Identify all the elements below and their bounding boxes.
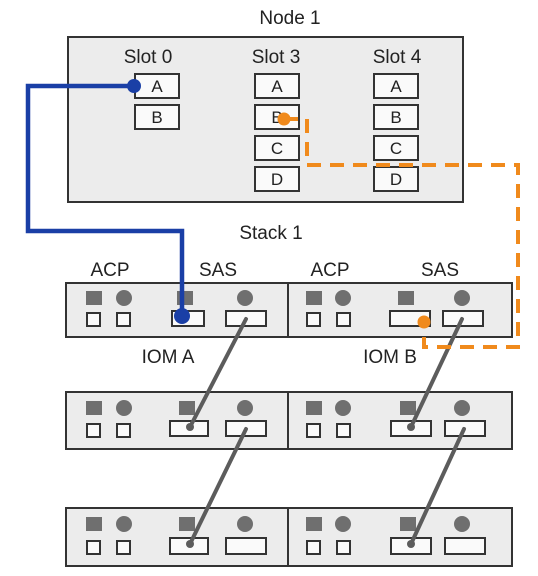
sas-indicator-icon <box>400 517 416 531</box>
acp-port[interactable] <box>116 312 131 327</box>
status-led-icon <box>335 516 351 532</box>
svg-text:C: C <box>390 139 402 158</box>
slot4-label: Slot 4 <box>373 47 422 68</box>
slot3-label: Slot 3 <box>252 47 301 68</box>
blue-sas-cable <box>25 83 185 314</box>
iom-b-sas-label: SAS <box>421 260 459 281</box>
daisy-chain-cable <box>409 317 464 429</box>
node-title: Node 1 <box>259 8 320 29</box>
status-led-icon <box>454 400 470 416</box>
svg-text:C: C <box>271 139 283 158</box>
iom-a-sas-label: SAS <box>199 260 237 281</box>
acp-port[interactable] <box>86 312 101 327</box>
iom-b-acp-label: ACP <box>310 260 349 281</box>
slot4-port-d[interactable]: D <box>373 166 419 192</box>
sas-indicator-icon <box>179 517 195 531</box>
acp-port[interactable] <box>116 540 131 555</box>
acp-indicator-icon <box>86 291 102 305</box>
slot3-port-d[interactable]: D <box>254 166 300 192</box>
shelf-2 <box>65 391 513 450</box>
status-led-icon <box>116 400 132 416</box>
status-led-icon <box>116 290 132 306</box>
acp-indicator-icon <box>306 517 322 531</box>
status-led-icon <box>454 516 470 532</box>
iom-b-label: IOM B <box>363 347 417 368</box>
svg-text:A: A <box>390 77 402 96</box>
acp-port[interactable] <box>306 312 321 327</box>
blue-cable-connector <box>174 308 190 324</box>
slot0-port-a[interactable]: A <box>134 73 180 99</box>
sas-port-2[interactable] <box>225 537 267 555</box>
slot3-port-a[interactable]: A <box>254 73 300 99</box>
iom-a-label: IOM A <box>142 347 195 368</box>
iom-a-acp-label: ACP <box>90 260 129 281</box>
orange-sas-cable <box>284 117 520 349</box>
acp-port[interactable] <box>306 540 321 555</box>
status-led-icon <box>237 290 253 306</box>
status-led-icon <box>237 516 253 532</box>
slot0-port-b[interactable]: B <box>134 104 180 130</box>
sas-indicator-icon <box>179 401 195 415</box>
svg-text:B: B <box>271 108 282 127</box>
orange-cable-connector <box>277 112 291 126</box>
shelf-3 <box>65 507 513 567</box>
acp-indicator-icon <box>306 291 322 305</box>
slot3-port-c[interactable]: C <box>254 135 300 161</box>
slot4-port-c[interactable]: C <box>373 135 419 161</box>
status-led-icon <box>335 400 351 416</box>
status-led-icon <box>237 400 253 416</box>
acp-port[interactable] <box>86 423 101 438</box>
slot3-port-b[interactable]: B <box>254 104 300 130</box>
status-led-icon <box>335 290 351 306</box>
sas-indicator-icon <box>400 401 416 415</box>
daisy-chain-cable <box>188 427 248 546</box>
svg-text:A: A <box>151 77 163 96</box>
shelf-1 <box>65 282 513 338</box>
acp-port[interactable] <box>336 423 351 438</box>
acp-port[interactable] <box>116 423 131 438</box>
slot4-port-b[interactable]: B <box>373 104 419 130</box>
svg-text:B: B <box>390 108 401 127</box>
svg-text:B: B <box>151 108 162 127</box>
status-led-icon <box>116 516 132 532</box>
sas-indicator-icon <box>398 291 414 305</box>
acp-port[interactable] <box>336 540 351 555</box>
stack-title: Stack 1 <box>239 223 302 244</box>
orange-cable-connector <box>417 315 431 329</box>
acp-indicator-icon <box>86 517 102 531</box>
daisy-chain-cable <box>409 427 466 546</box>
blue-cable-connector <box>127 79 141 93</box>
acp-port[interactable] <box>306 423 321 438</box>
status-led-icon <box>454 290 470 306</box>
svg-text:A: A <box>271 77 283 96</box>
acp-port[interactable] <box>86 540 101 555</box>
slot4-port-a[interactable]: A <box>373 73 419 99</box>
acp-indicator-icon <box>306 401 322 415</box>
daisy-chain-cable <box>188 317 248 429</box>
svg-text:D: D <box>390 170 402 189</box>
svg-text:D: D <box>271 170 283 189</box>
acp-port[interactable] <box>336 312 351 327</box>
acp-indicator-icon <box>86 401 102 415</box>
sas-indicator-icon <box>177 291 193 305</box>
slot0-label: Slot 0 <box>124 47 173 68</box>
sas-port-2[interactable] <box>444 537 486 555</box>
